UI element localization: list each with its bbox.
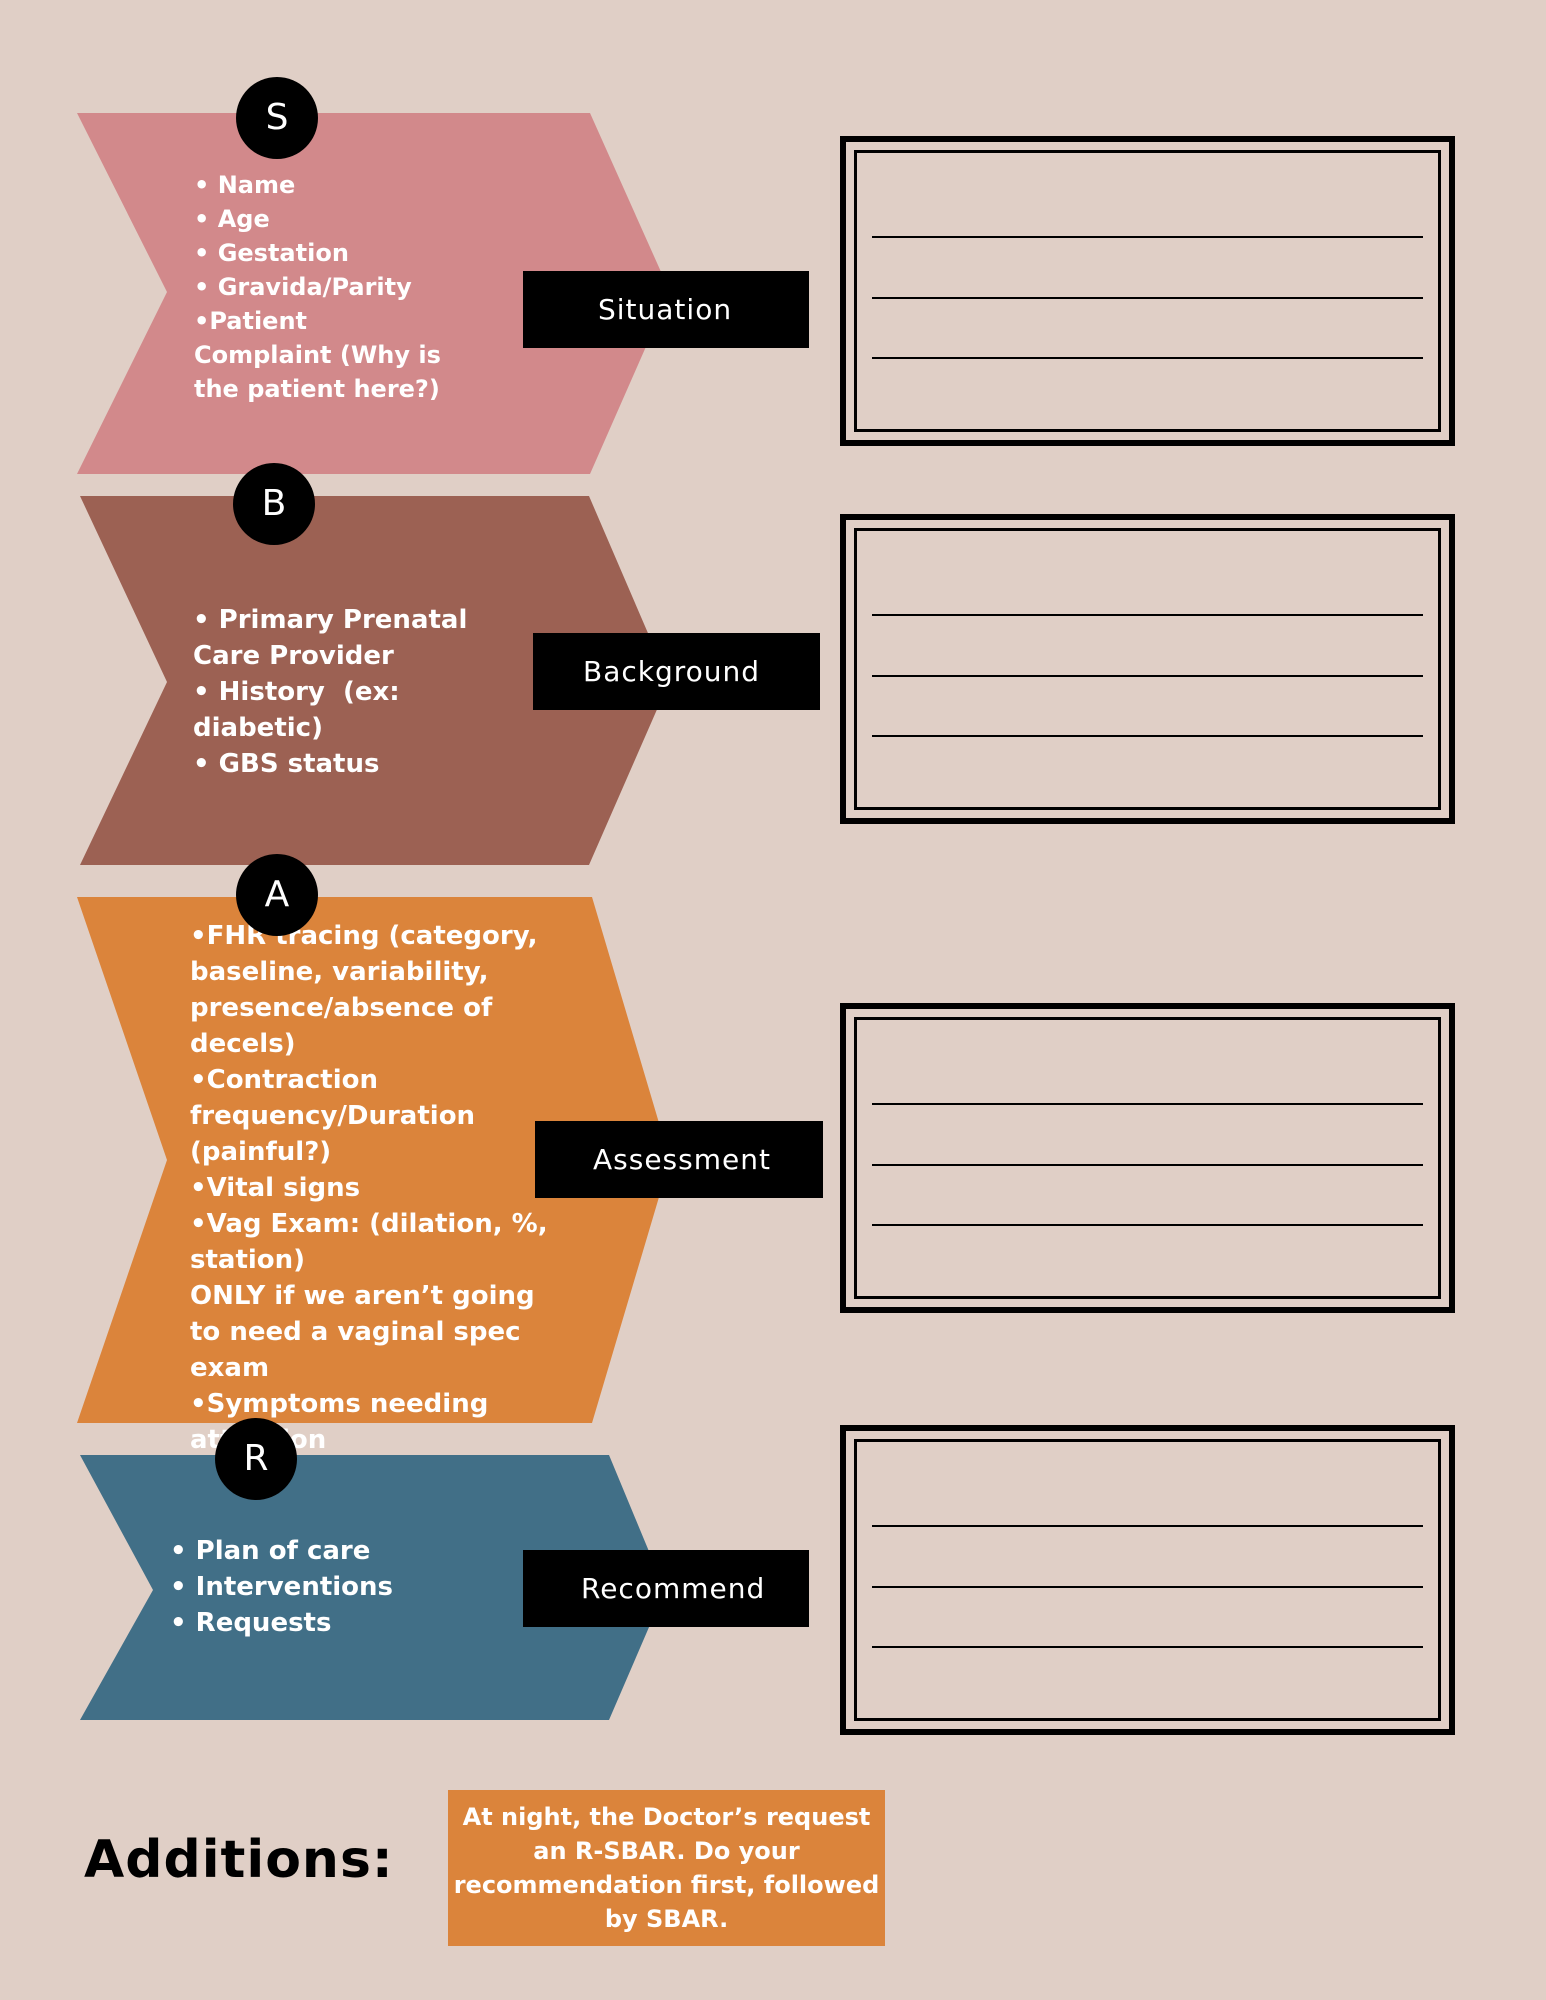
assessment-notes-inner-border <box>854 1017 1441 1299</box>
situation-items: • Name • Age • Gestation • Gravida/Parit… <box>194 168 444 406</box>
situation-item: • Gravida/Parity <box>194 273 412 301</box>
background-label: Background <box>533 633 820 710</box>
assessment-note-line[interactable] <box>872 1103 1423 1105</box>
assessment-item: ONLY if we aren’t going to need a vagina… <box>190 1281 544 1383</box>
situation-letter-badge: S <box>236 77 318 159</box>
background-items: • Primary Prenatal Care Provider • Histo… <box>193 602 523 782</box>
recommend-item: • Plan of care <box>170 1536 371 1566</box>
background-chevron <box>80 496 669 865</box>
recommend-note-line[interactable] <box>872 1525 1423 1527</box>
assessment-items: •FHR tracing (category, baseline, variab… <box>190 918 550 1458</box>
assessment-item: •Vital signs <box>190 1173 361 1203</box>
background-notes-inner-border <box>854 528 1441 810</box>
recommend-item: • Requests <box>170 1608 332 1638</box>
additions-note-card: At night, the Doctor’s request an R-SBAR… <box>448 1790 885 1946</box>
recommend-label: Recommend <box>523 1550 809 1627</box>
situation-item: • Age <box>194 205 270 233</box>
background-note-line[interactable] <box>872 735 1423 737</box>
recommend-note-line[interactable] <box>872 1586 1423 1588</box>
recommend-notes-box[interactable] <box>840 1425 1455 1735</box>
recommend-chevron <box>80 1455 665 1720</box>
background-section: B • Primary Prenatal Care Provider • His… <box>0 460 1546 880</box>
background-item: • Primary Prenatal Care Provider <box>193 605 477 671</box>
situation-item: • Name <box>194 171 296 199</box>
recommend-section: R • Plan of care • Interventions • Reque… <box>0 1410 1546 1750</box>
situation-item: • Gestation <box>194 239 349 267</box>
assessment-note-line[interactable] <box>872 1164 1423 1166</box>
recommend-notes-inner-border <box>854 1439 1441 1721</box>
assessment-notes-box[interactable] <box>840 1003 1455 1313</box>
assessment-item: •FHR tracing (category, baseline, variab… <box>190 921 547 1059</box>
situation-label: Situation <box>523 271 809 348</box>
additions-title: Additions: <box>84 1830 394 1890</box>
background-note-line[interactable] <box>872 675 1423 677</box>
background-letter-badge: B <box>233 463 315 545</box>
recommend-letter-badge: R <box>215 1418 297 1500</box>
situation-section: S • Name • Age • Gestation • Gravida/Par… <box>0 0 1546 480</box>
recommend-items: • Plan of care • Interventions • Request… <box>170 1533 450 1641</box>
recommend-item: • Interventions <box>170 1572 394 1602</box>
situation-note-line[interactable] <box>872 357 1423 359</box>
assessment-letter-badge: A <box>236 854 318 936</box>
assessment-section: A •FHR tracing (category, baseline, vari… <box>0 850 1546 1455</box>
situation-note-line[interactable] <box>872 236 1423 238</box>
additions-note-text: At night, the Doctor’s request an R-SBAR… <box>453 1803 880 1933</box>
assessment-chevron <box>77 897 670 1423</box>
assessment-note-line[interactable] <box>872 1224 1423 1226</box>
situation-chevron <box>77 113 670 474</box>
background-note-line[interactable] <box>872 614 1423 616</box>
situation-item: •Patient Complaint (Why is the patient h… <box>194 307 441 403</box>
background-item: • History (ex: diabetic) <box>193 677 409 743</box>
situation-notes-box[interactable] <box>840 136 1455 446</box>
situation-notes-inner-border <box>854 150 1441 432</box>
situation-note-line[interactable] <box>872 297 1423 299</box>
background-item: • GBS status <box>193 749 380 779</box>
recommend-note-line[interactable] <box>872 1646 1423 1648</box>
assessment-label: Assessment <box>535 1121 823 1198</box>
assessment-item: •Contraction frequency/Duration (painful… <box>190 1065 485 1167</box>
background-notes-box[interactable] <box>840 514 1455 824</box>
assessment-item: •Vag Exam: (dilation, %, station) <box>190 1209 548 1275</box>
